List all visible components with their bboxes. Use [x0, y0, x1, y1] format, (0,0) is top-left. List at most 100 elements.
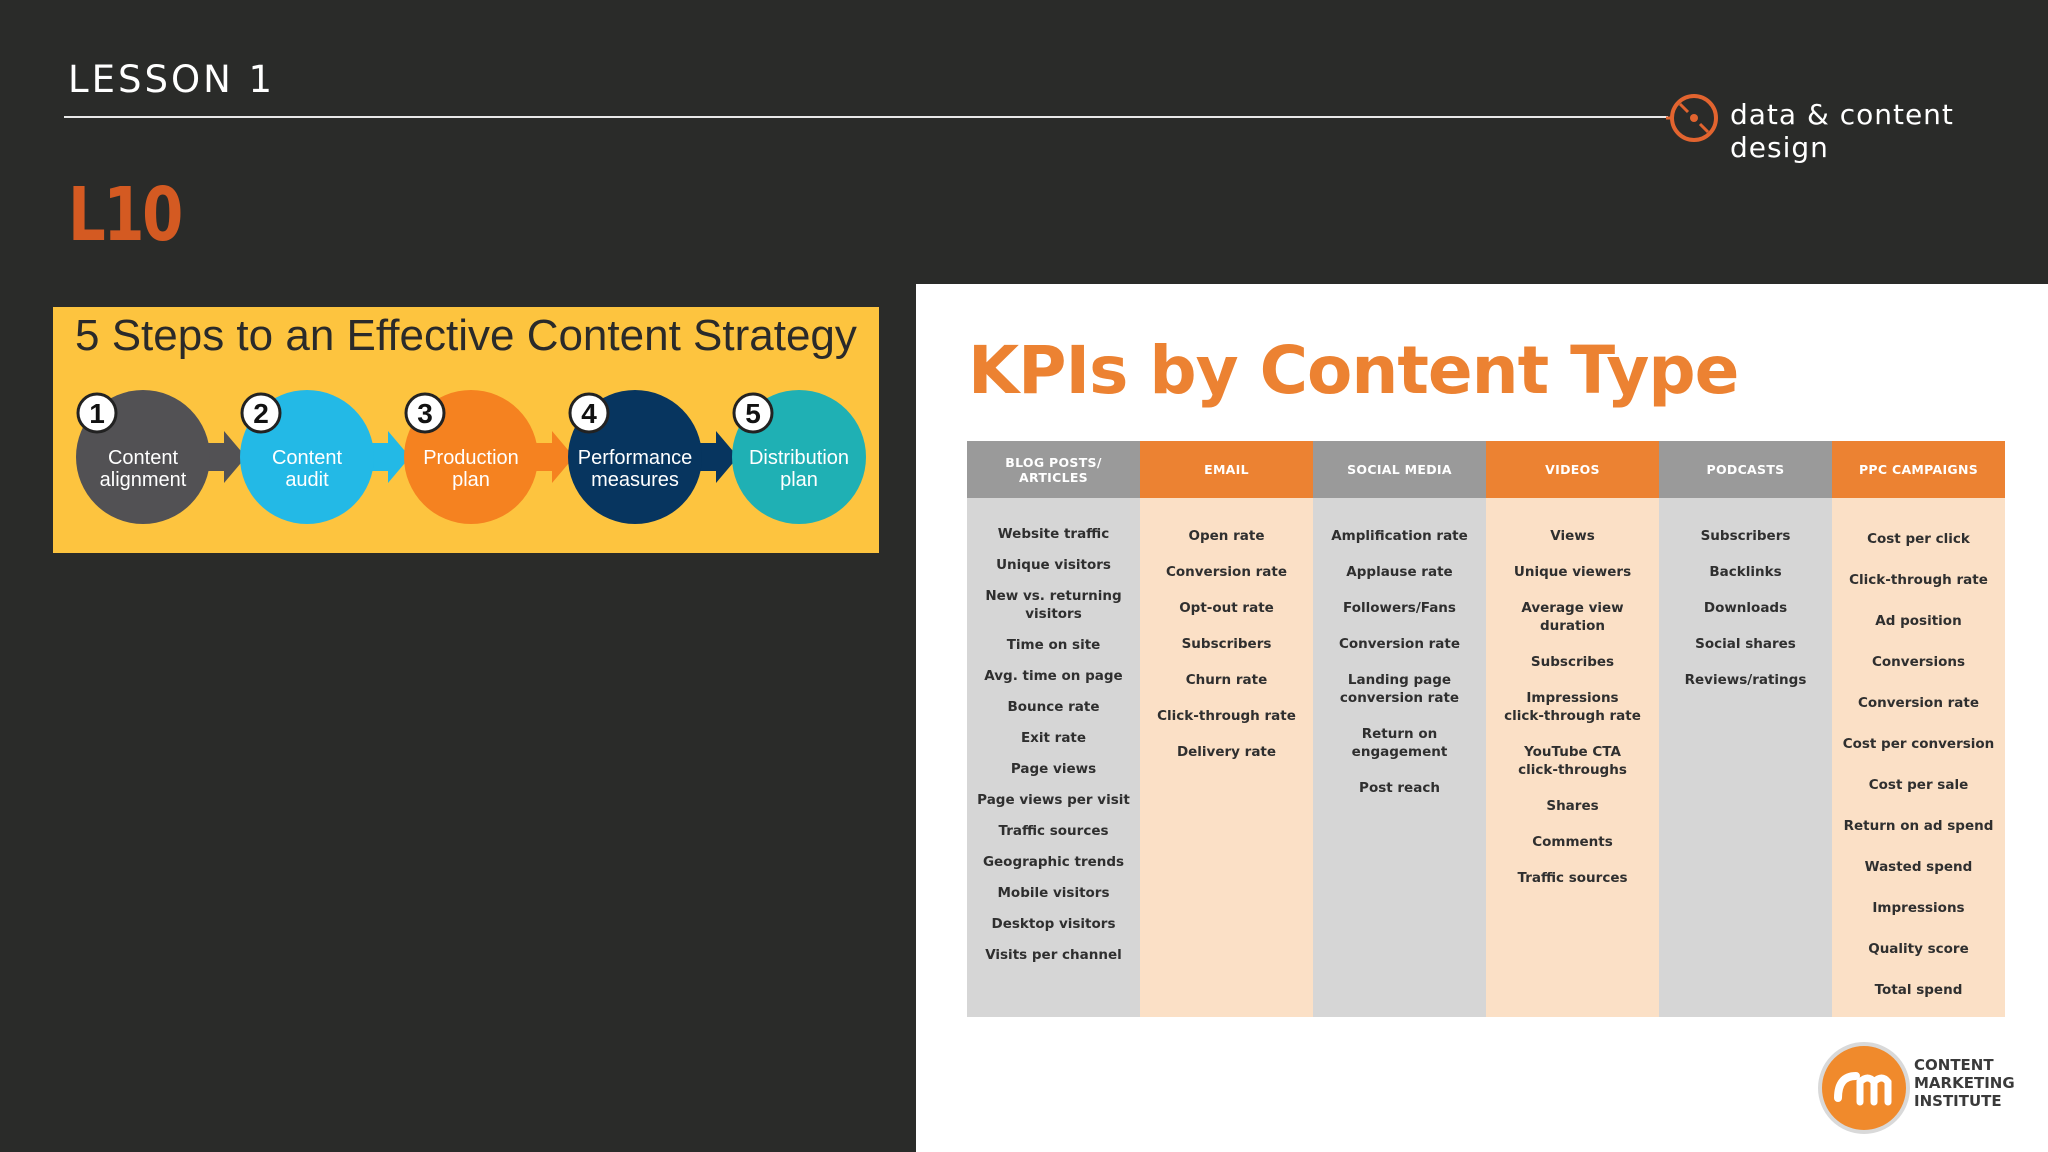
kpi-item: Conversion rate — [1857, 694, 1980, 711]
kpi-item: Applause rate — [1346, 564, 1453, 580]
kpi-item: Social shares — [1695, 636, 1796, 652]
kpi-column-header: SOCIAL MEDIA — [1313, 441, 1486, 498]
kpi-item: Bounce rate — [1007, 698, 1100, 715]
kpi-item: Shares — [1546, 798, 1599, 814]
step-label: Performance — [578, 447, 693, 469]
step-number: 4 — [581, 398, 597, 429]
steps-diagram: 1Contentalignment2Contentaudit3Productio… — [76, 390, 866, 524]
step-label: Production — [423, 447, 519, 469]
kpi-item: Total spend — [1874, 981, 1963, 998]
kpi-item: Page views per visit — [977, 791, 1130, 808]
step-label: Content — [272, 447, 342, 469]
kpi-column-header: VIDEOS — [1486, 441, 1659, 498]
step-label: alignment — [100, 469, 187, 491]
kpi-item: Quality score — [1868, 940, 1969, 957]
step-label: measures — [591, 469, 679, 491]
kpi-graphic: KPIs by Content Type BLOG POSTS/ ARTICLE… — [916, 284, 2048, 1152]
kpi-item: Avg. time on page — [984, 667, 1123, 684]
header-divider — [64, 116, 1668, 118]
kpi-title: KPIs by Content Type — [968, 332, 1739, 409]
kpi-item: Page views — [1010, 760, 1097, 777]
step-label: plan — [780, 469, 818, 491]
step-label: Content — [108, 447, 178, 469]
kpi-item: Reviews/ratings — [1684, 672, 1807, 688]
kpi-item: Desktop visitors — [991, 915, 1116, 932]
kpi-item: Comments — [1532, 834, 1613, 850]
kpi-column-header: PODCASTS — [1659, 441, 1832, 498]
step-arrow — [366, 431, 410, 483]
kpi-item: Conversions — [1872, 653, 1965, 670]
kpi-item: Downloads — [1703, 600, 1788, 616]
step-label: Distribution — [749, 447, 849, 469]
kpi-item: Conversion rate — [1165, 564, 1288, 580]
step-label: audit — [285, 469, 329, 491]
kpi-item: Mobile visitors — [997, 884, 1110, 901]
kpi-item: Amplification rate — [1331, 528, 1468, 544]
kpi-item: Subscribers — [1181, 636, 1272, 652]
kpi-item: Traffic sources — [1517, 870, 1628, 886]
step-arrow — [694, 431, 738, 483]
kpi-item: Unique viewers — [1513, 564, 1632, 580]
kpi-item: Churn rate — [1185, 672, 1268, 688]
kpi-item: Return on engagement — [1351, 726, 1448, 760]
kpi-item: Average view duration — [1521, 600, 1624, 634]
step-number: 5 — [745, 398, 761, 429]
step-number-badge — [76, 392, 118, 434]
step-label: plan — [452, 469, 490, 491]
kpi-item: New vs. returning visitors — [985, 587, 1122, 622]
kpi-item: Impressions — [1872, 899, 1965, 916]
step-number-badge — [568, 392, 610, 434]
step-number: 1 — [89, 398, 105, 429]
kpi-item: Wasted spend — [1864, 858, 1973, 875]
steps-title: 5 Steps to an Effective Content Strategy — [75, 311, 857, 360]
kpi-column-header: EMAIL — [1140, 441, 1313, 498]
cmi-logo-text: CONTENT MARKETING INSTITUTE — [1914, 1056, 2015, 1110]
kpi-item: Ad position — [1875, 612, 1962, 629]
step-number-badge — [732, 392, 774, 434]
kpi-item: Views — [1550, 528, 1595, 544]
kpi-item: Impressions click-through rate — [1504, 690, 1641, 724]
kpi-item: YouTube CTA click-throughs — [1518, 744, 1627, 778]
step-number-badge — [404, 392, 446, 434]
lesson-label: LESSON 1 — [68, 58, 276, 101]
kpi-item: Cost per conversion — [1842, 735, 1995, 752]
content-strategy-steps-graphic: 5 Steps to an Effective Content Strategy… — [53, 307, 879, 553]
step-number-badge — [240, 392, 282, 434]
kpi-item: Backlinks — [1709, 564, 1782, 580]
kpi-item: Return on ad spend — [1843, 817, 1994, 834]
kpi-item: Open rate — [1188, 528, 1265, 544]
kpi-item: Followers/Fans — [1343, 600, 1456, 616]
kpi-column-header: PPC CAMPAIGNS — [1832, 441, 2005, 498]
step-number: 2 — [253, 398, 269, 429]
kpi-item: Conversion rate — [1338, 636, 1461, 652]
step-number: 3 — [417, 398, 433, 429]
kpi-item: Cost per click — [1867, 530, 1970, 547]
kpi-item: Subscribes — [1530, 654, 1615, 670]
kpi-item: Cost per sale — [1868, 776, 1969, 793]
kpi-item: Geographic trends — [982, 853, 1125, 870]
kpi-item: Post reach — [1359, 780, 1440, 796]
kpi-item: Exit rate — [1020, 729, 1087, 746]
brand-name: data & content design — [1730, 98, 1954, 164]
kpi-item: Traffic sources — [998, 822, 1109, 839]
kpi-item: Delivery rate — [1176, 744, 1277, 760]
step-arrow — [530, 431, 574, 483]
cmi-logo-icon — [1818, 1042, 1910, 1134]
kpi-item: Time on site — [1006, 636, 1101, 653]
